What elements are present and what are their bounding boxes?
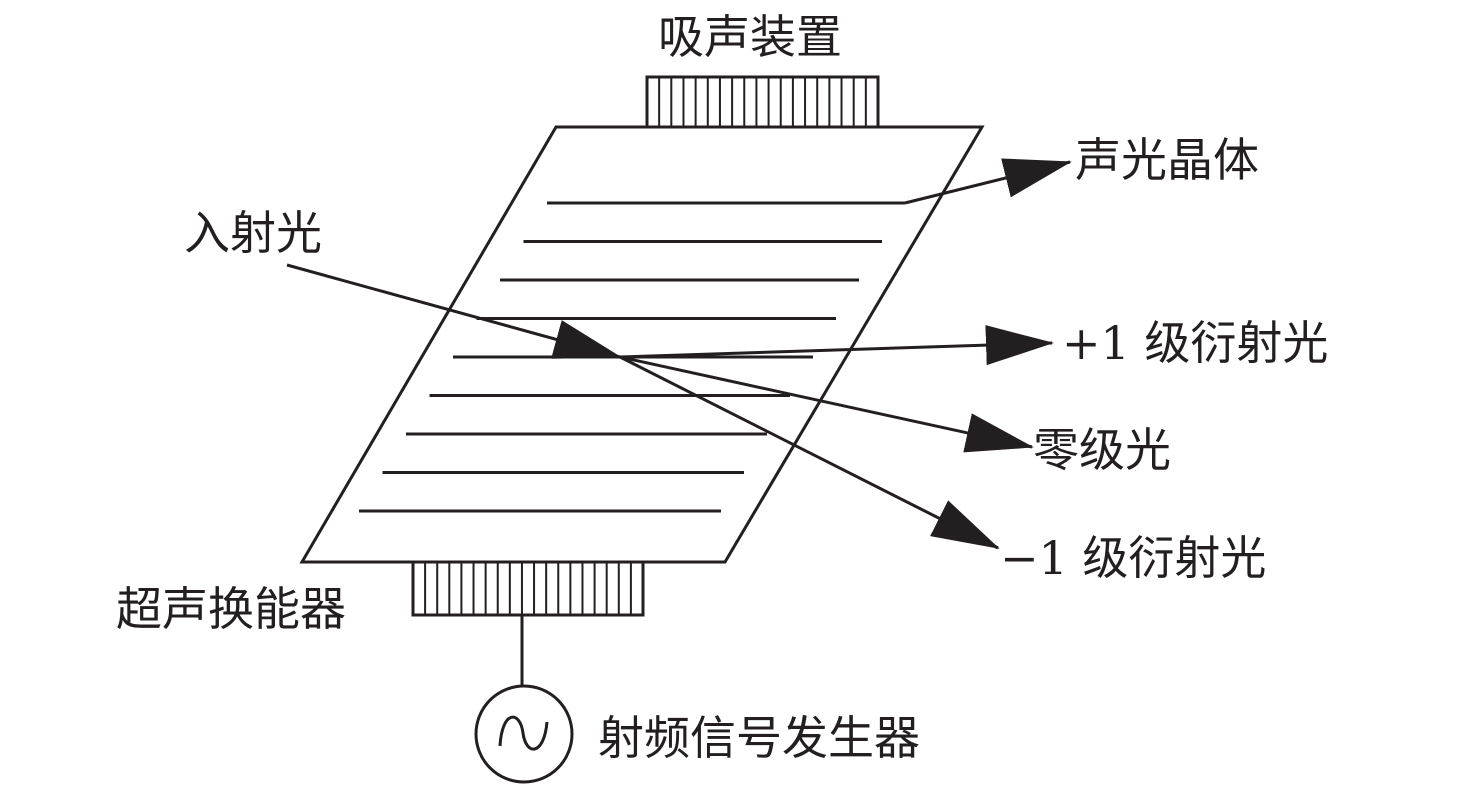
sine-wave-icon bbox=[498, 715, 549, 751]
incident-light-label: 入射光 bbox=[184, 206, 322, 260]
minus-first-order-ray bbox=[619, 355, 1000, 550]
transducer-label: 超声换能器 bbox=[116, 582, 346, 636]
plus-first-order-label: +1 级衍射光 bbox=[1062, 316, 1329, 370]
transducer-frame bbox=[411, 560, 645, 617]
plus-first-order-ray bbox=[619, 325, 1054, 366]
acousto-optic-crystal bbox=[299, 125, 985, 564]
acoustic-wavefronts bbox=[359, 201, 905, 513]
crystal-leader-arrow bbox=[904, 158, 1072, 205]
sound-absorber-label: 吸声装置 bbox=[658, 10, 842, 64]
minus-first-order-label: −1 级衍射光 bbox=[1000, 531, 1267, 585]
ac-sine-source-icon bbox=[474, 684, 574, 784]
ultrasonic-transducer bbox=[411, 560, 645, 617]
zero-order-label: 零级光 bbox=[1033, 423, 1171, 477]
incident-ray bbox=[286, 263, 622, 359]
absorber-frame bbox=[645, 75, 880, 129]
sound-absorber bbox=[645, 75, 880, 129]
rf-generator-label: 射频信号发生器 bbox=[598, 711, 920, 765]
crystal-label: 声光晶体 bbox=[1075, 133, 1259, 187]
zero-order-ray bbox=[619, 355, 1034, 453]
